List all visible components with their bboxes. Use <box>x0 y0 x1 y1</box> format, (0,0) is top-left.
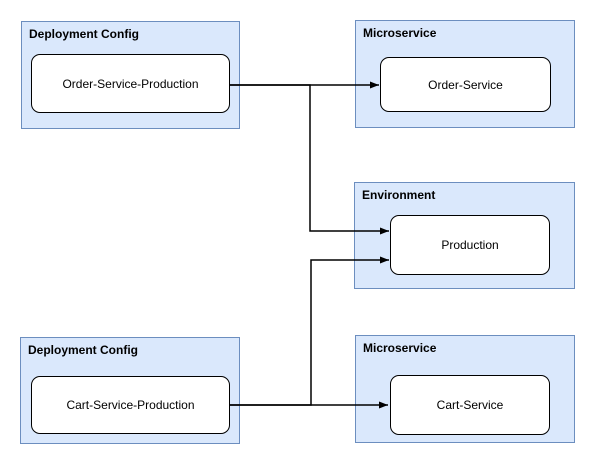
node-label-cart-service: Cart-Service <box>436 398 504 412</box>
node-label-cart-service-production: Cart-Service-Production <box>66 398 195 412</box>
container-label-microservice-top: Microservice <box>363 26 437 40</box>
node-cart-service: Cart-Service <box>390 375 550 435</box>
container-label-environment: Environment <box>362 188 436 202</box>
container-label-deployment-config-top: Deployment Config <box>29 27 139 41</box>
node-label-production: Production <box>441 238 499 252</box>
container-label-microservice-bottom: Microservice <box>363 341 437 355</box>
node-cart-service-production: Cart-Service-Production <box>31 376 230 434</box>
node-label-order-service-production: Order-Service-Production <box>62 76 199 91</box>
node-production: Production <box>390 215 550 275</box>
container-label-deployment-config-bottom: Deployment Config <box>28 343 138 357</box>
node-label-order-service: Order-Service <box>428 77 503 92</box>
node-order-service: Order-Service <box>380 57 551 112</box>
node-order-service-production: Order-Service-Production <box>31 54 230 113</box>
